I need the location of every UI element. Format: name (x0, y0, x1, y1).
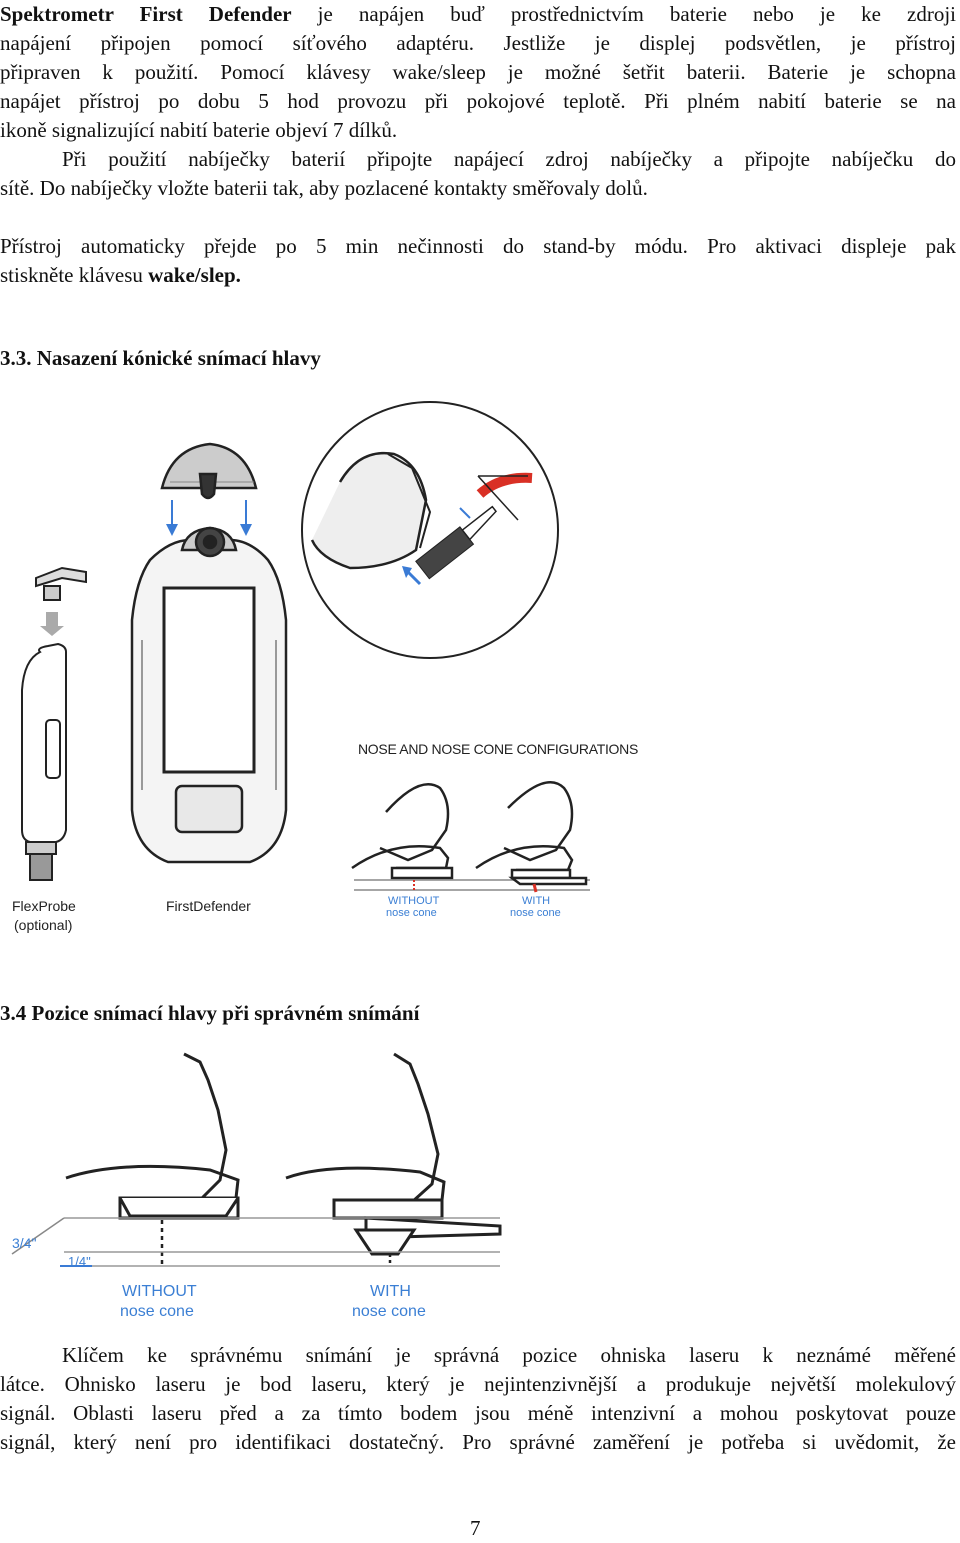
firstdefender-illustration (130, 442, 288, 864)
wake-sleep-key: wake/slep. (148, 263, 241, 287)
nose-config-title: NOSE AND NOSE CONE CONFIGURATIONS (358, 741, 638, 757)
label-optional: (optional) (14, 917, 72, 933)
p4-line-2: látce. Ohnisko laseru je bod laseru, kte… (0, 1372, 956, 1396)
surface-lines (11, 1217, 500, 1267)
dimension-three-quarter: 3/4" (12, 1235, 36, 1251)
nose-config-illustration (351, 780, 590, 893)
label-with: WITH (370, 1283, 411, 1300)
p1-line-1-text: je napájen buď prostřednictvím baterie n… (291, 2, 957, 26)
dimension-one-quarter: 1/4" (68, 1254, 91, 1269)
label-with: WITH (522, 895, 550, 907)
nose-cone-zoom-illustration (301, 401, 559, 659)
device-name: Spektrometr First Defender (0, 2, 292, 26)
p1-line-4: napájet přístroj po dobu 5 hod provozu p… (0, 89, 956, 113)
p1-line-5: ikoně signalizující nabití baterie objev… (0, 118, 398, 142)
p4-line-4: signál, který není pro identifikaci dost… (0, 1430, 956, 1454)
flexprobe-illustration (21, 566, 87, 881)
p4-line-1: Klíčem ke správnému snímání je správná p… (62, 1343, 956, 1367)
label-without-nose-cone: nose cone (386, 907, 437, 919)
label-with-nose-cone: nose cone (352, 1303, 426, 1320)
label-flexprobe: FlexProbe (12, 898, 76, 914)
figure-correct-head-position: 3/4" 1/4" WITHOUT nose cone WITH nose co… (11, 1052, 502, 1320)
label-without: WITHOUT (388, 895, 440, 907)
p4-line-3: signál. Oblasti laseru před a za tímto b… (0, 1401, 956, 1425)
p1-line-2: napájení připojen pomocí síťového adapté… (0, 31, 956, 55)
label-firstdefender: FirstDefender (166, 898, 251, 914)
p3-line-1: Přístroj automaticky přejde po 5 min neč… (0, 234, 956, 258)
p1-line-1: Spektrometr First Defender je napájen bu… (0, 0, 956, 30)
figure-device-and-nose-cone: NOSE AND NOSE CONE CONFIGURATIONS FlexPr… (12, 401, 638, 933)
label-without-nose-cone: nose cone (120, 1303, 194, 1320)
section-heading-3-3: 3.3. Nasazení kónické snímací hlavy (0, 346, 321, 370)
head-with-cone-illustration (285, 1052, 502, 1266)
label-without: WITHOUT (122, 1283, 197, 1300)
section-heading-3-4: 3.4 Pozice snímací hlavy při správném sn… (0, 1001, 420, 1025)
p1-line-3: připraven k použití. Pomocí klávesy wake… (0, 60, 956, 84)
head-without-cone-illustration (65, 1052, 240, 1266)
p2-line-2: sítě. Do nabíječky vložte baterii tak, a… (0, 176, 648, 200)
label-with-nose-cone: nose cone (510, 907, 561, 919)
page-number: 7 (470, 1516, 481, 1540)
p2-line-1: Při použití nabíječky baterií připojte n… (62, 147, 956, 171)
p3-line-2-text: stiskněte klávesu (0, 263, 149, 287)
p3-line-2: stiskněte klávesu wake/slep. (0, 261, 956, 291)
